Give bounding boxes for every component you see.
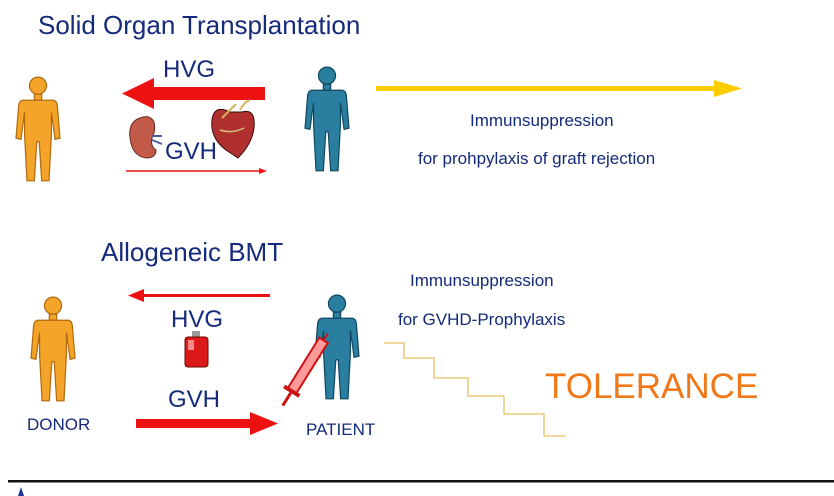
prophylaxis-label-solid: for prohpylaxis of graft rejection: [418, 149, 656, 168]
footer-accent: [18, 487, 24, 496]
gvh-label-bmt: GVH: [168, 386, 221, 413]
footer-rule: [8, 480, 834, 483]
gvh-arrow-solid: [126, 168, 267, 174]
immunosuppression-arrow-solid: [376, 80, 742, 97]
patient-label: PATIENT: [306, 420, 376, 439]
blood-bag-icon: [184, 331, 209, 368]
hvg-label-bmt: HVG: [171, 306, 224, 333]
solid-organ-title: Solid Organ Transplantation: [38, 10, 361, 40]
heart-icon: [211, 99, 255, 159]
gvhd-prophylaxis-label: for GVHD-Prophylaxis: [398, 310, 566, 329]
tolerance-staircase: [384, 342, 566, 437]
syringe-icon: [281, 333, 330, 407]
kidney-icon: [129, 116, 163, 159]
patient-figure-solid: [304, 66, 350, 172]
gvh-arrow-bmt: [136, 412, 278, 435]
donor-label: DONOR: [27, 415, 91, 434]
immunosuppression-label-bmt: Immunsuppression: [410, 271, 554, 290]
gvh-label-solid: GVH: [165, 138, 218, 165]
hvg-label-solid: HVG: [163, 56, 216, 83]
hvg-arrow-bmt: [128, 289, 270, 302]
immunosuppression-label-solid: Immunsuppression: [470, 111, 614, 130]
allogeneic-bmt-title: Allogeneic BMT: [101, 237, 284, 267]
donor-figure-solid: [15, 76, 61, 182]
donor-figure-bmt: [30, 296, 76, 402]
tolerance-label: TOLERANCE: [545, 367, 759, 406]
hvg-arrow-solid: [122, 78, 265, 109]
